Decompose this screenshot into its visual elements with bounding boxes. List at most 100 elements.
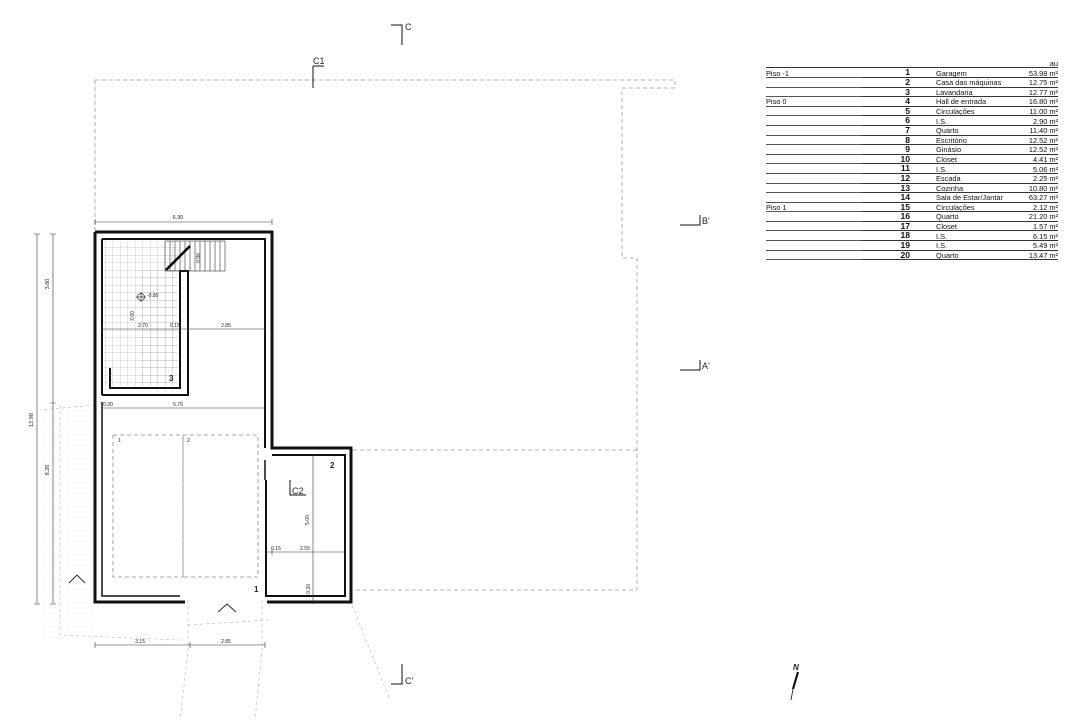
room-name-cell: I.S. <box>936 163 1020 174</box>
room-number-cell: 1 <box>862 67 936 78</box>
floor-cell <box>766 115 862 126</box>
area-table-header: au <box>766 59 1058 69</box>
north-label: N <box>793 663 799 672</box>
room-number-cell: 14 <box>862 192 936 203</box>
room-name-cell: Sala de Estar/Jantar <box>936 192 1020 203</box>
dim-bottom-285: 2.85 <box>221 639 231 645</box>
floor-cell <box>766 106 862 117</box>
room-area-cell: 13.47 m² <box>1020 250 1058 261</box>
parking-1-label: 1 <box>118 438 121 444</box>
room-name-cell: I.S. <box>936 115 1020 126</box>
floor-cell: Piso -1 <box>766 67 862 78</box>
room-name-cell: I.S. <box>936 240 1020 251</box>
room-2-label: 2 <box>330 461 335 470</box>
room-area-cell: 2.12 m² <box>1020 202 1058 213</box>
floor-cell <box>766 77 862 88</box>
section-marker-b <box>680 215 701 226</box>
section-marker-a <box>680 360 701 371</box>
floor-cell <box>766 250 862 261</box>
room-number-cell: 15 <box>862 202 936 213</box>
room-area-cell: 2.90 m² <box>1020 115 1058 126</box>
entry-arrow-bottom <box>217 603 237 613</box>
room-area-cell: 12.52 m² <box>1020 135 1058 146</box>
dim-stair-len: 3.00 <box>130 311 136 321</box>
floor-cell <box>766 240 862 251</box>
north-arrow <box>790 671 800 701</box>
stair <box>164 240 226 272</box>
section-c-bottom-label: C' <box>405 676 413 686</box>
floor-cell <box>766 230 862 242</box>
room-area-cell: 12.52 m² <box>1020 144 1058 155</box>
room-name-cell: Circulações <box>936 202 1020 213</box>
garage-inner-wall <box>101 402 266 597</box>
room-1-label: 1 <box>254 585 259 594</box>
parking-bay-1 <box>112 434 184 578</box>
room-number-cell: 10 <box>862 154 936 165</box>
floor-cell <box>766 211 862 222</box>
floor-cell <box>766 192 862 203</box>
room-name-cell: Quarto <box>936 125 1020 136</box>
floor-cell <box>766 183 862 194</box>
room-area-cell: 10.80 m² <box>1020 183 1058 194</box>
room-number-cell: 2 <box>862 77 936 88</box>
dim-270: 2.70 <box>138 323 148 329</box>
room-number-cell: 20 <box>862 250 936 261</box>
room-name-cell: Escritório <box>936 135 1020 146</box>
room-area-cell: 11.00 m² <box>1020 106 1058 117</box>
inner-wall-machines <box>265 454 346 597</box>
basement-walls <box>93 230 353 604</box>
room-name-cell: Lavandaria <box>936 87 1020 98</box>
floor-cell: Piso 1 <box>766 202 862 213</box>
dim-030b: 0.30 <box>306 584 312 594</box>
room-number-cell: 17 <box>862 221 936 232</box>
room-name-cell: Hall de entrada <box>936 96 1020 107</box>
dim-total-height: 12.98 <box>29 413 35 427</box>
room-area-cell: 5.06 m² <box>1020 163 1058 174</box>
floor-cell <box>766 221 862 232</box>
room-number-cell: 6 <box>862 115 936 126</box>
room-area-cell: 12.77 m² <box>1020 87 1058 98</box>
room-name-cell: Closet <box>936 221 1020 232</box>
floor-cell <box>766 163 862 174</box>
room-name-cell: Circulações <box>936 106 1020 117</box>
room-number-cell: 8 <box>862 135 936 146</box>
section-b-label: B' <box>702 216 710 226</box>
parking-2-label: 2 <box>187 438 190 444</box>
room-area-cell: 2.25 m² <box>1020 173 1058 184</box>
floor-cell <box>766 87 862 98</box>
room-name-cell: Quarto <box>936 250 1020 261</box>
floor-cell: Piso 0 <box>766 96 862 107</box>
room-area-cell: 6.15 m² <box>1020 230 1058 242</box>
dim-015a: 0.15 <box>170 323 180 329</box>
room-name-cell: Cozinha <box>936 183 1020 194</box>
room-name-cell: Ginásio <box>936 144 1020 155</box>
room-number-cell: 7 <box>862 125 936 136</box>
dim-030: 0.30 <box>103 402 113 408</box>
dim-500: 5.00 <box>305 515 311 525</box>
room-number-cell: 19 <box>862 240 936 251</box>
floor-cell <box>766 154 862 165</box>
dim-570: 5.70 <box>173 402 183 408</box>
room-area-cell: 21.20 m² <box>1020 211 1058 222</box>
floor-cell <box>766 135 862 146</box>
floor-cell <box>766 173 862 184</box>
dimension-lines <box>34 219 346 648</box>
room-number-cell: 4 <box>862 96 936 107</box>
